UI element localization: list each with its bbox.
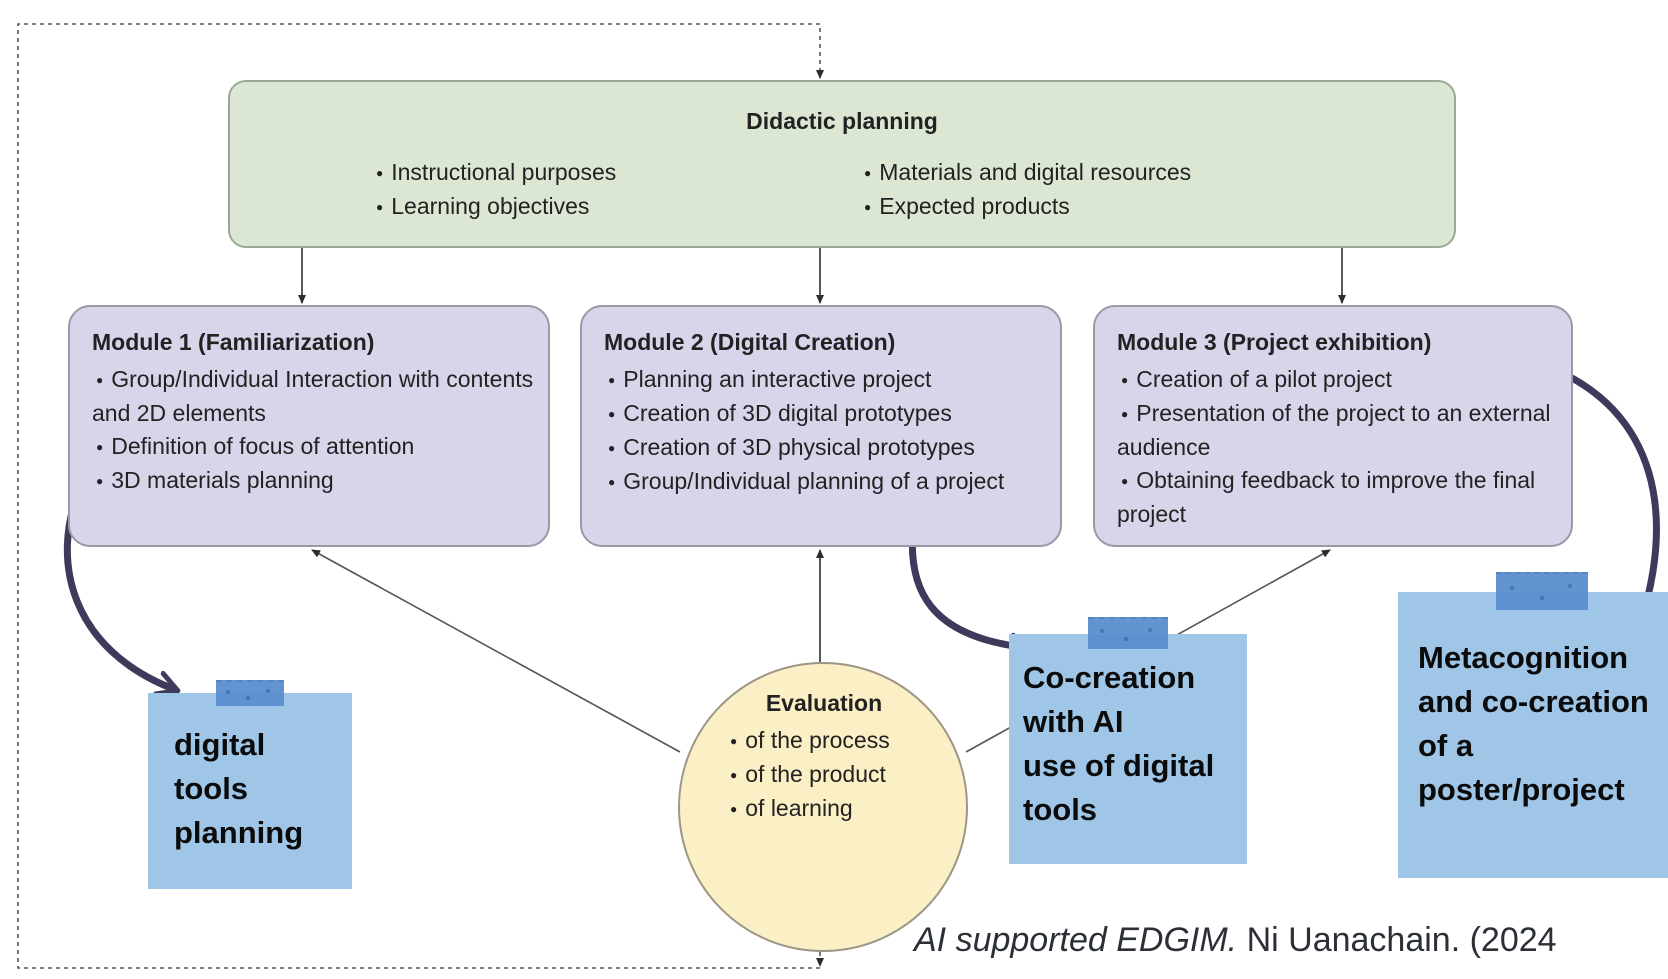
- tape-icon: [1496, 572, 1588, 610]
- feedback-loop-dashed: [17, 23, 824, 969]
- note-line: poster/project: [1418, 772, 1625, 807]
- sticky-note-metacognition: Metacognition and co-creation of a poste…: [1398, 592, 1668, 878]
- module-item: Presentation of the project to an extern…: [1117, 397, 1559, 464]
- note-line: planning: [174, 815, 304, 850]
- note-line: use of digital: [1023, 748, 1215, 783]
- evaluation-items: of the process of the product of learnin…: [730, 724, 890, 826]
- module-3-box: Module 3 (Project exhibition) Creation o…: [1093, 305, 1573, 547]
- evaluation-item: of learning: [730, 792, 890, 826]
- note-line: digital: [174, 727, 266, 762]
- note-line: tools: [1023, 792, 1098, 827]
- module-item: Creation of 3D physical prototypes: [604, 431, 1048, 465]
- planning-item: Materials and digital resources: [864, 156, 1191, 190]
- module-item: Creation of a pilot project: [1117, 363, 1559, 397]
- module-items: Group/Individual Interaction with conten…: [92, 363, 536, 498]
- curved-arrow-module3-note: [1542, 362, 1660, 630]
- note-line: with AI: [1023, 704, 1124, 739]
- module-items: Creation of a pilot project Presentation…: [1117, 363, 1559, 531]
- tape-icon: [1088, 617, 1168, 649]
- planning-item: Learning objectives: [376, 190, 616, 224]
- module-1-box: Module 1 (Familiarization) Group/Individ…: [68, 305, 550, 547]
- module-title: Module 1 (Familiarization): [92, 329, 375, 355]
- module-item: Group/Individual Interaction with conten…: [92, 363, 536, 430]
- planning-item: Expected products: [864, 190, 1191, 224]
- module-2-box: Module 2 (Digital Creation) Planning an …: [580, 305, 1062, 547]
- sticky-note-co-creation: Co-creation with AI use of digital tools: [1009, 634, 1247, 864]
- note-line: and co-creation: [1418, 684, 1649, 719]
- module-item: Group/Individual planning of a project: [604, 465, 1048, 499]
- module-item: Planning an interactive project: [604, 363, 1048, 397]
- module-item: 3D materials planning: [92, 464, 536, 498]
- planning-list-left: Instructional purposes Learning objectiv…: [376, 156, 616, 224]
- module-title: Module 2 (Digital Creation): [604, 329, 896, 355]
- evaluation-item: of the process: [730, 724, 889, 758]
- planning-item: Instructional purposes: [376, 156, 616, 190]
- arrow-eval-module1: [311, 549, 681, 753]
- evaluation-title: Evaluation: [765, 690, 883, 716]
- evaluation-circle: Evaluation of the process of the product…: [678, 662, 968, 952]
- caption-citation: Ni Uanachain. (2024: [1246, 921, 1557, 959]
- module-item: Definition of focus of attention: [92, 430, 536, 464]
- tape-icon: [216, 680, 284, 706]
- sticky-note-digital-tools: digital tools planning: [148, 693, 352, 889]
- module-item: Obtaining feedback to improve the final …: [1117, 464, 1559, 531]
- didactic-planning-box: Didactic planning Instructional purposes…: [228, 80, 1456, 248]
- note-line: Metacognition: [1418, 640, 1629, 675]
- planning-title: Didactic planning: [746, 108, 938, 134]
- note-line: of a: [1418, 728, 1474, 763]
- module-title: Module 3 (Project exhibition): [1117, 329, 1432, 355]
- note-line: tools: [174, 771, 249, 806]
- evaluation-item: of the product: [730, 758, 890, 792]
- note-line: Co-creation: [1023, 660, 1196, 695]
- planning-list-right: Materials and digital resources Expected…: [864, 156, 1191, 224]
- module-item: Creation of 3D digital prototypes: [604, 397, 1048, 431]
- module-items: Planning an interactive project Creation…: [604, 363, 1048, 499]
- caption: AI supported EDGIM. Ni Uanachain. (2024: [914, 916, 1557, 964]
- caption-title: AI supported EDGIM.: [914, 921, 1238, 959]
